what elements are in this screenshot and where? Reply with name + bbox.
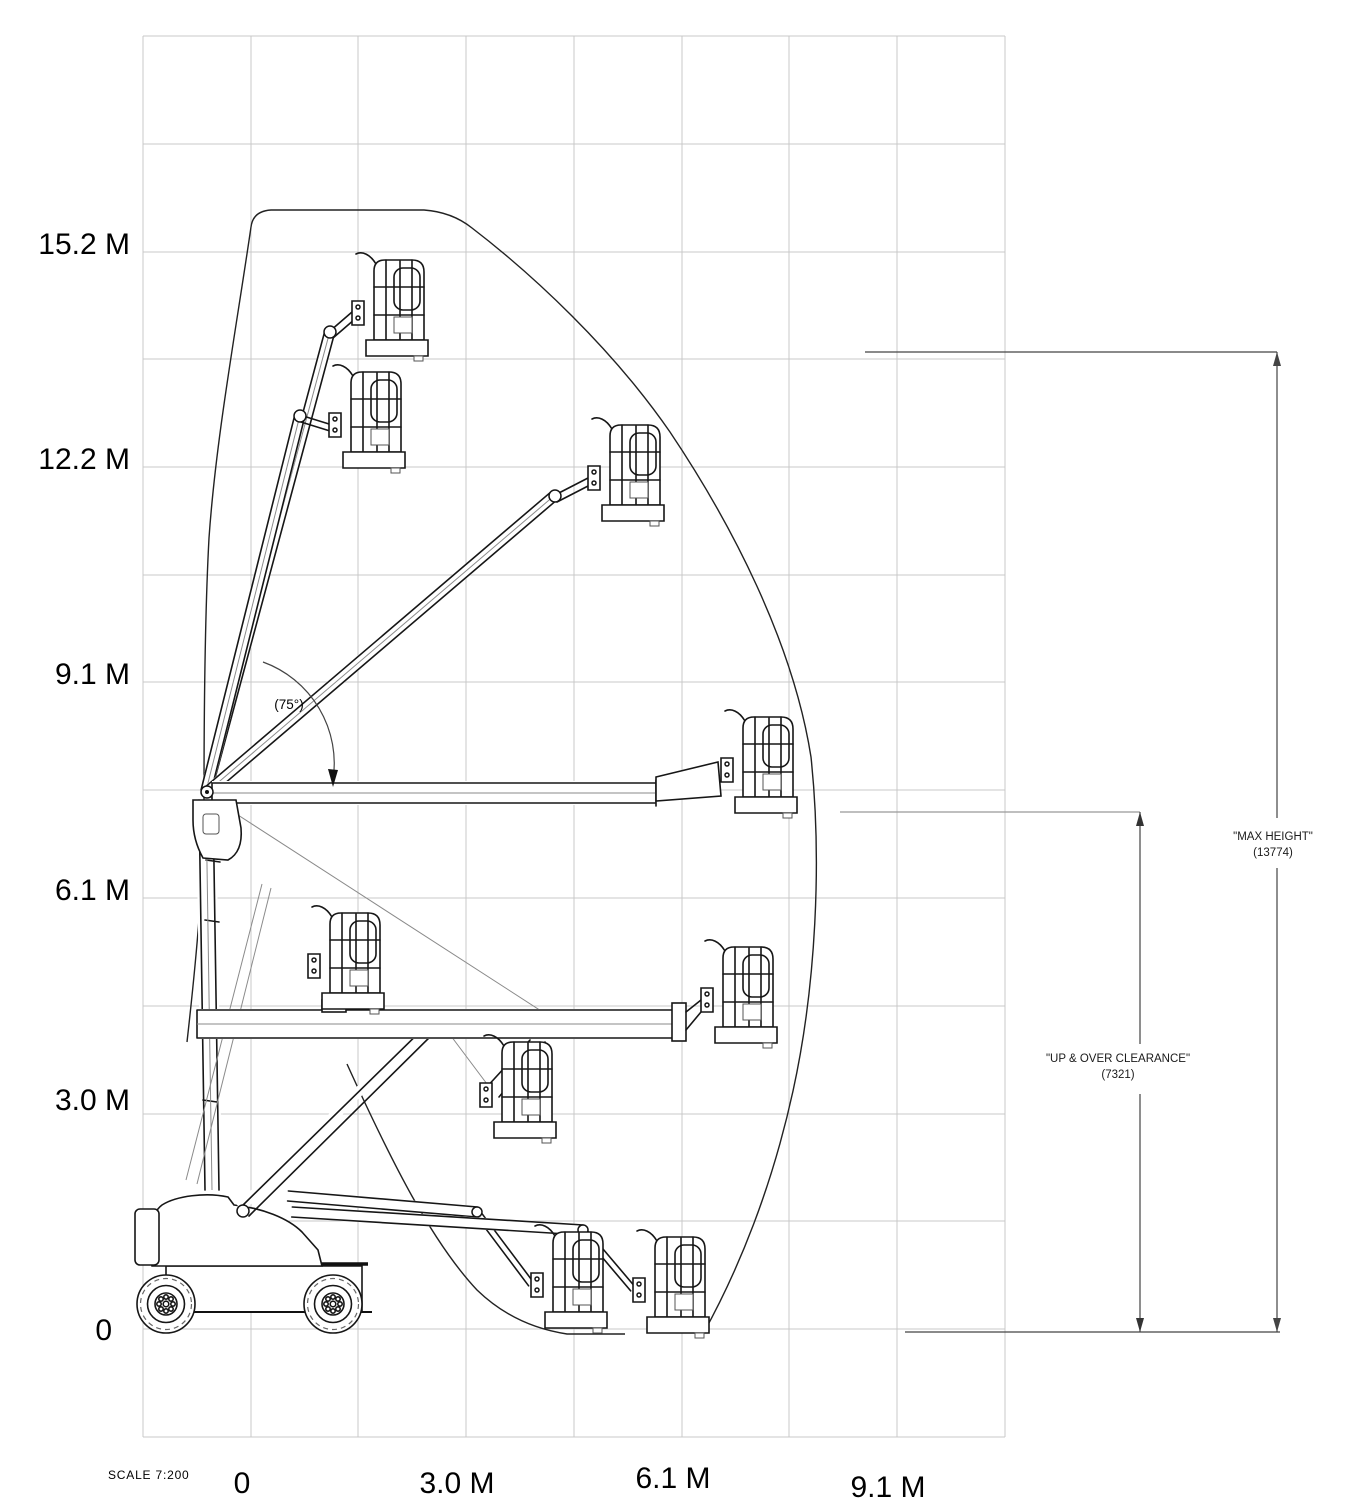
boom-head-joint [548,489,562,503]
max-height-arrow-down [1273,1318,1281,1332]
boom-angle-annotation: (75°) [262,661,338,787]
angle-arc-arrowhead [328,769,338,787]
boom-head-joint [293,409,307,423]
counterweight [134,1208,160,1266]
y-axis-label-9-1m: 9.1 M [55,658,130,691]
low-boom-jib-right [685,999,702,1031]
max-height-value: (13774) [1253,847,1293,859]
boom-angle-label: (75°) [274,697,303,712]
bracket-window [202,813,220,835]
boom-position-horizontal [211,761,722,807]
envelope-inner-curve [346,1063,625,1335]
x-axis-label-9-1m: 9.1 M [850,1471,925,1504]
y-axis-label-3-0m: 3.0 M [55,1084,130,1117]
y-axis-labels: 15.2 M 12.2 M 9.1 M 6.1 M 3.0 M 0 [38,228,130,1347]
max-height-dimension: "MAX HEIGHT" (13774) [865,351,1313,1332]
platform-basket-5 [700,939,778,1049]
up-over-clearance-dimension: "UP & OVER CLEARANCE" (7321) [840,811,1190,1332]
scale-label: SCALE 7:200 [108,1468,190,1482]
max-height-arrow-up [1273,352,1281,366]
y-axis-label-6-1m: 6.1 M [55,874,130,907]
boom-head-joint [323,325,337,339]
rear-wheel [303,1274,363,1334]
horizontal-jib [655,761,722,802]
envelope-outer-curve [250,209,818,1335]
angle-arc [262,661,335,781]
platform-basket-2 [328,364,406,474]
platform-basket-4 [720,709,798,819]
tower-center-line [205,799,213,1191]
platform-basket-8 [530,1224,608,1334]
y-axis-label-15-2m: 15.2 M [38,228,130,261]
platform-basket-3 [587,417,665,527]
boom-elbow-joint [471,1206,483,1218]
y-axis-label-0: 0 [95,1314,112,1347]
x-axis-label-0: 0 [234,1467,251,1500]
platform-basket-7 [479,1034,557,1144]
up-over-clearance-value: (7321) [1101,1069,1134,1081]
max-height-label: "MAX HEIGHT" [1233,831,1313,843]
platform-basket-1 [351,252,429,362]
x-axis-labels: 0 3.0 M 6.1 M 9.1 M [234,1462,926,1504]
boom-position-low-horizontal [196,999,702,1098]
turret-body [148,1194,324,1267]
low-boom-head [671,1002,687,1042]
platform-basket-6 [307,905,385,1015]
platform-basket-9 [632,1229,710,1339]
up-over-arrow-down [1136,1318,1144,1332]
y-axis-label-12-2m: 12.2 M [38,443,130,476]
boom-position-40deg [203,477,591,797]
boom-position-steep-mid [200,409,331,793]
up-over-clearance-label: "UP & OVER CLEARANCE" [1046,1053,1190,1065]
boom-pivot-pin [205,790,209,794]
front-wheel [136,1274,196,1334]
machine-base [134,1194,372,1334]
boom-position-lowered-1 [286,1190,535,1287]
folded-arm-links [239,1015,444,1217]
x-axis-label-3-0m: 3.0 M [419,1467,494,1500]
up-over-arrow-up [1136,812,1144,826]
arm-hinge-lower [236,1204,250,1218]
x-axis-label-6-1m: 6.1 M [635,1462,710,1495]
